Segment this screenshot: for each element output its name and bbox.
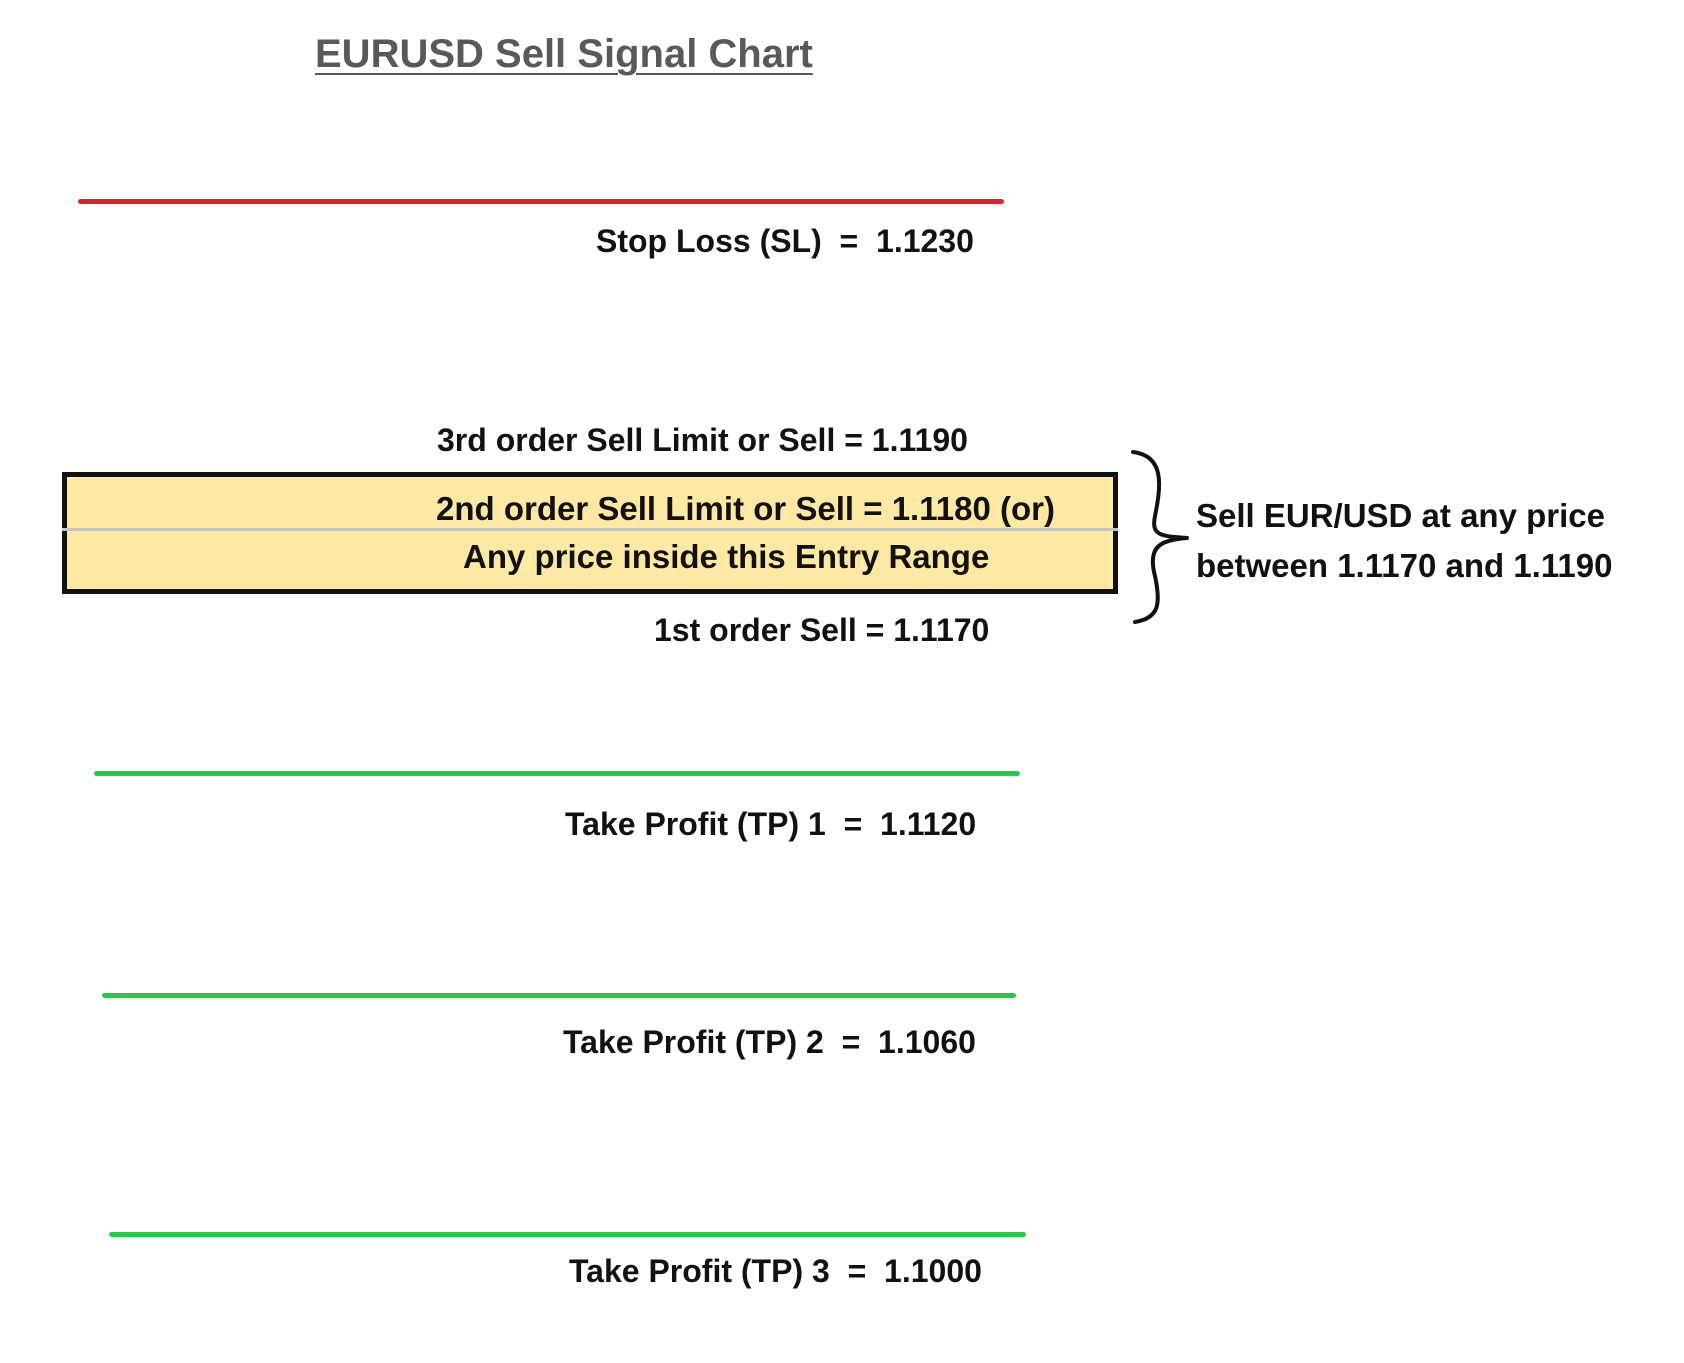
entry-range-box xyxy=(62,472,1118,594)
take-profit-1-line xyxy=(94,771,1020,776)
second-order-label: 2nd order Sell Limit or Sell = 1.1180 (o… xyxy=(436,490,1055,527)
take-profit-3-label: Take Profit (TP) 3 = 1.1000 xyxy=(569,1253,982,1289)
stop-loss-line xyxy=(78,199,1004,204)
take-profit-1-label: Take Profit (TP) 1 = 1.1120 xyxy=(565,806,977,842)
stop-loss-label: Stop Loss (SL) = 1.1230 xyxy=(596,223,974,259)
entry-range-note-line-2: between 1.1170 and 1.1190 xyxy=(1196,547,1613,584)
curly-brace-icon xyxy=(1131,450,1189,624)
third-order-label: 3rd order Sell Limit or Sell = 1.1190 xyxy=(437,422,968,458)
entry-range-midline xyxy=(62,528,1118,531)
take-profit-2-label: Take Profit (TP) 2 = 1.1060 xyxy=(563,1024,976,1060)
take-profit-2-line xyxy=(102,993,1016,998)
entry-range-note-line-1: Sell EUR/USD at any price xyxy=(1196,497,1605,534)
first-order-label: 1st order Sell = 1.1170 xyxy=(654,612,990,648)
take-profit-3-line xyxy=(109,1232,1026,1237)
chart-title: EURUSD Sell Signal Chart xyxy=(315,32,813,76)
entry-range-note: Any price inside this Entry Range xyxy=(463,538,990,575)
